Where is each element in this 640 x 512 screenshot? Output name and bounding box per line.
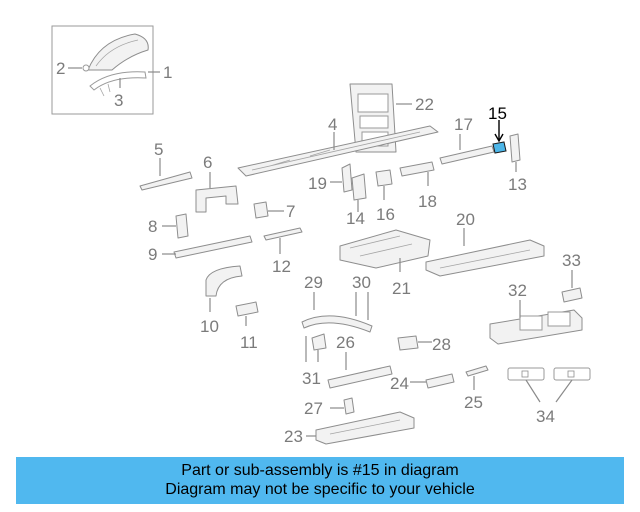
part-27: [330, 397, 355, 415]
part-24: [410, 373, 455, 389]
callout-24: 24: [390, 374, 409, 393]
part-18: [399, 161, 435, 186]
info-banner: Part or sub-assembly is #15 in diagram D…: [16, 457, 624, 504]
part-15: [492, 120, 507, 154]
part-21: [339, 229, 431, 272]
callout-8: 8: [148, 217, 157, 236]
callout-19: 19: [308, 174, 327, 193]
callout-28: 28: [432, 335, 451, 354]
callout-14: 14: [346, 209, 365, 228]
callout-13: 13: [508, 175, 527, 194]
part-31: [305, 333, 327, 362]
callout-15: 15: [488, 104, 507, 123]
callout-32: 32: [508, 281, 527, 300]
banner-line-1: Part or sub-assembly is #15 in diagram: [181, 462, 459, 479]
callout-21: 21: [392, 279, 411, 298]
callout-27: 27: [304, 399, 323, 418]
callout-9: 9: [148, 245, 157, 264]
part-13: [509, 133, 521, 172]
part-29-30: [301, 292, 373, 333]
callout-17: 17: [454, 115, 473, 134]
callout-4: 4: [328, 115, 337, 134]
part-8: [162, 213, 189, 239]
part-11: [235, 301, 259, 326]
callout-11: 11: [240, 333, 258, 352]
callout-22: 22: [415, 95, 434, 114]
callout-31: 31: [302, 369, 321, 388]
callout-5: 5: [154, 140, 163, 159]
callout-26: 26: [336, 333, 355, 352]
part-20: [425, 228, 545, 277]
part-6: [195, 172, 239, 213]
part-25: [465, 365, 489, 390]
part-28: [397, 335, 432, 351]
part-23: [306, 411, 415, 445]
callout-29: 29: [304, 273, 323, 292]
part-14: [351, 173, 367, 212]
callout-20: 20: [456, 210, 475, 229]
callout-1: 1: [163, 63, 172, 82]
part-34: [507, 367, 591, 403]
part-10: [205, 265, 243, 312]
part-17: [439, 134, 495, 165]
part-33: [561, 270, 583, 303]
part-4: [237, 125, 439, 177]
callout-16: 16: [376, 205, 395, 224]
callout-7: 7: [286, 202, 295, 221]
callout-6: 6: [203, 153, 212, 172]
callout-3: 3: [114, 91, 123, 110]
part-7: [253, 201, 284, 219]
part-19: [330, 163, 353, 193]
callout-10: 10: [200, 317, 219, 336]
part-12: [263, 227, 303, 254]
callout-18: 18: [418, 192, 437, 211]
callout-34: 34: [536, 407, 555, 426]
part-32: [489, 300, 583, 345]
callout-2: 2: [56, 59, 65, 78]
callout-33: 33: [562, 251, 581, 270]
part-5: [139, 158, 193, 191]
callout-12: 12: [272, 257, 291, 276]
callout-30: 30: [352, 273, 371, 292]
part-26: [327, 352, 393, 389]
part-9: [162, 235, 253, 259]
inset-box: [51, 25, 160, 115]
banner-line-2: Diagram may not be specific to your vehi…: [165, 481, 475, 498]
callout-25: 25: [464, 393, 483, 412]
part-16: [375, 169, 393, 200]
callout-23: 23: [284, 427, 303, 446]
